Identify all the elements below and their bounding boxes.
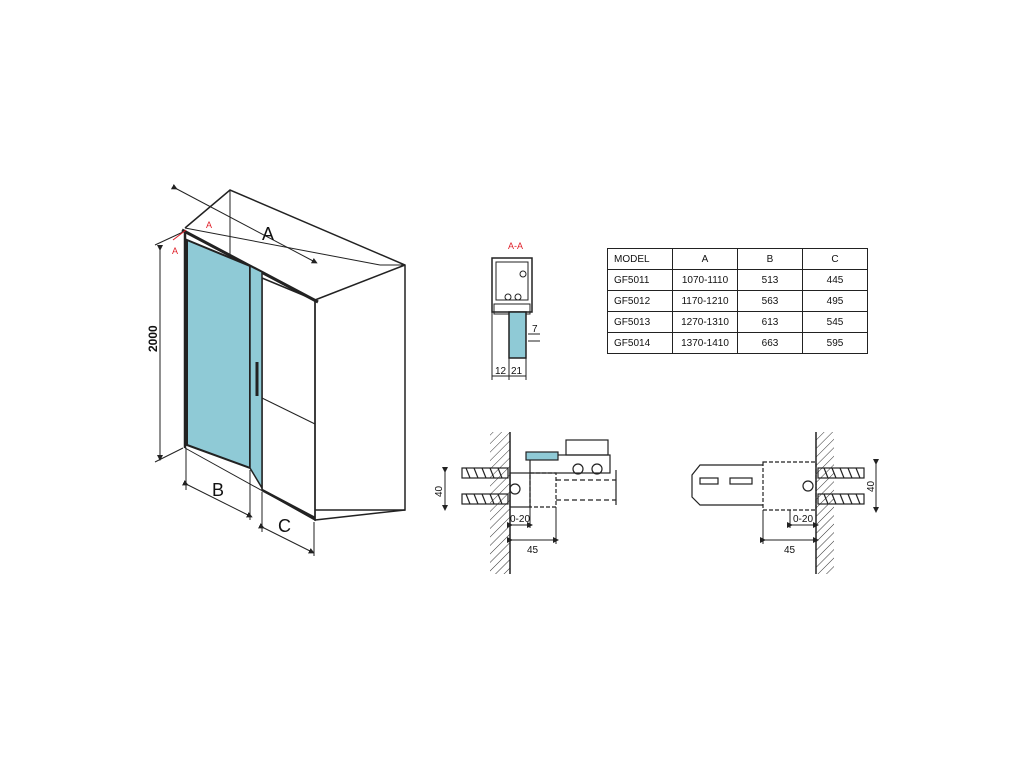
- cell-model: GF5011: [607, 269, 673, 291]
- section-title: A-A: [508, 241, 523, 251]
- glass-section: [508, 311, 527, 359]
- left-profile-height-dim: 40: [434, 485, 445, 497]
- cell-c: 595: [802, 332, 868, 354]
- left-profile-depth-dim: 45: [527, 545, 539, 556]
- fixed-glass-panel: [261, 276, 316, 522]
- header-c: C: [802, 248, 868, 270]
- section-gap-dimension: 7: [532, 324, 538, 335]
- sliding-door-glass: [186, 238, 251, 470]
- header-b: B: [737, 248, 803, 270]
- section-marker-label-arrow: A: [172, 246, 178, 256]
- wall-anchor-upper-right: [817, 467, 865, 479]
- cell-b: 663: [737, 332, 803, 354]
- dimension-a-label: A: [262, 224, 274, 244]
- cell-c: 545: [802, 311, 868, 333]
- table-row: GF5014 1370-1410 663 595: [607, 332, 868, 354]
- section-aa-detail: [491, 257, 540, 380]
- table-row: GF5012 1170-1210 563 495: [607, 290, 868, 312]
- cell-b: 513: [737, 269, 803, 291]
- shower-enclosure-view: [154, 183, 406, 556]
- cell-a: 1070-1110: [672, 269, 738, 291]
- dimension-b-label: B: [212, 480, 224, 500]
- cell-a: 1370-1410: [672, 332, 738, 354]
- screw-head-right: [802, 480, 814, 492]
- section-marker-label: A: [206, 220, 212, 230]
- cell-model: GF5012: [607, 290, 673, 312]
- cell-model: GF5013: [607, 311, 673, 333]
- model-dimension-table: MODEL A B C GF5011 1070-1110 513 445 GF5…: [607, 248, 868, 354]
- side-wall-outline: [314, 300, 406, 521]
- screw-head-left: [509, 483, 521, 495]
- dimension-height-label: 2000: [146, 325, 160, 352]
- right-profile-height-dim: 40: [866, 480, 877, 492]
- cell-c: 445: [802, 269, 868, 291]
- table-header-row: MODEL A B C: [607, 248, 868, 270]
- section-left-dimension: 12: [495, 366, 507, 377]
- cell-a: 1170-1210: [672, 290, 738, 312]
- wall-profile-detail-right: [691, 432, 879, 574]
- wall-anchor-lower: [461, 493, 509, 505]
- wall-anchor-lower-right: [817, 493, 865, 505]
- header-a: A: [672, 248, 738, 270]
- right-profile-depth-dim: 45: [784, 545, 796, 556]
- cell-model: GF5014: [607, 332, 673, 354]
- wall-hatch-right: [816, 432, 834, 574]
- left-profile-adjust-dim: 0-20: [510, 514, 530, 525]
- table-row: GF5011 1070-1110 513 445: [607, 269, 868, 291]
- wall-anchor-upper: [461, 467, 509, 479]
- header-model: MODEL: [607, 248, 673, 270]
- cell-b: 613: [737, 311, 803, 333]
- table-row: GF5013 1270-1310 613 545: [607, 311, 868, 333]
- section-right-dimension: 21: [511, 366, 523, 377]
- cell-c: 495: [802, 290, 868, 312]
- wall-profile-detail-left: [442, 432, 617, 574]
- cell-a: 1270-1310: [672, 311, 738, 333]
- dimension-c-label: C: [278, 516, 291, 536]
- cell-b: 563: [737, 290, 803, 312]
- right-profile-adjust-dim: 0-20: [793, 514, 813, 525]
